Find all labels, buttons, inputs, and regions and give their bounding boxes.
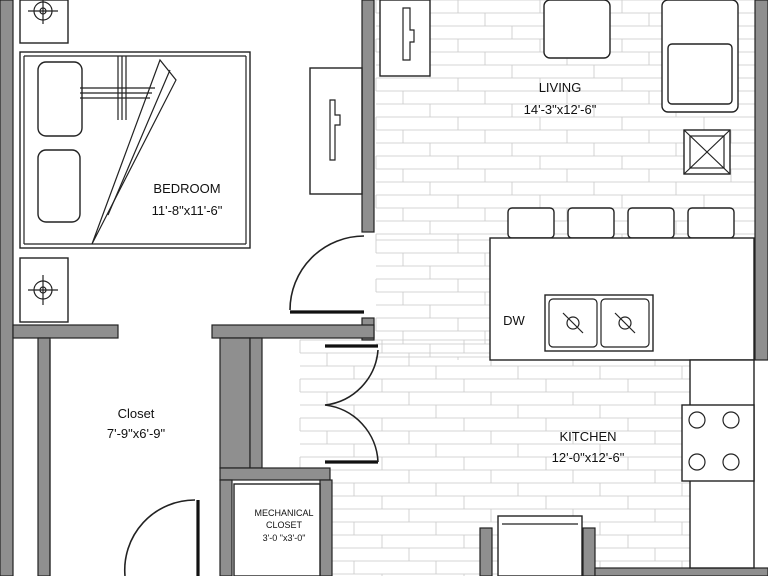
pillow-top <box>37 61 83 137</box>
doors <box>123 235 379 576</box>
bedroom-south-wall-left <box>12 324 119 339</box>
fan-icon <box>28 275 58 305</box>
hvac-vent <box>19 0 69 44</box>
closet-west-wall <box>37 337 51 576</box>
fan-icon <box>28 0 58 24</box>
living: LIVING 14'-3"x12'-6" <box>379 0 739 175</box>
kitchen-label: KITCHEN <box>559 429 616 444</box>
mechanical-label-line2: CLOSET <box>266 520 303 530</box>
mechanical-label-line1: MECHANICAL <box>254 508 313 518</box>
pillow-bottom <box>37 149 81 223</box>
kitchen-south-wall <box>594 567 768 576</box>
bedroom-east-wall <box>361 0 375 233</box>
bedroom-label: BEDROOM <box>153 181 220 196</box>
mechanical-east-wall <box>319 479 333 576</box>
mechanical-dimensions: 3'-0 "x3'-0" <box>263 533 306 543</box>
coffee-table <box>543 0 611 59</box>
bed-sheet-folds <box>80 56 177 245</box>
living-label: LIVING <box>539 80 582 95</box>
stove <box>681 404 755 482</box>
closet-dimensions: 7'-9"x6'-9" <box>107 426 166 441</box>
mechanical-closet: MECHANICAL CLOSET 3'-0 "x3'-0" <box>233 483 321 576</box>
closet: Closet 7'-9"x6'-9" <box>49 340 166 576</box>
kitchen-south-pier-left <box>479 527 493 576</box>
kitchen: DW KITCHEN 12'-0"x12'-6" <box>489 207 755 576</box>
tv-console <box>379 0 431 77</box>
mechanical-closet-outline <box>233 483 321 576</box>
dresser <box>309 67 363 195</box>
closet-east-wall <box>219 337 251 469</box>
mechanical-west-wall <box>219 479 233 576</box>
sofa-cushion <box>667 43 733 105</box>
bedroom: BEDROOM 11'-8"x11'-6" <box>19 0 363 323</box>
closet-door-swing <box>123 499 196 576</box>
hall-west-wall <box>249 337 263 469</box>
bedroom-door-swing <box>289 235 365 311</box>
mechanical-north-wall <box>219 467 331 481</box>
bar-stools <box>507 207 735 239</box>
kitchen-dimensions: 12'-0"x12'-6" <box>552 450 625 465</box>
dishwasher-label: DW <box>503 313 525 328</box>
kitchen-south-pier-right <box>582 527 596 576</box>
bedroom-dimensions: 11'-8"x11'-6" <box>152 203 223 218</box>
closet-label: Closet <box>118 406 155 421</box>
east-exterior-wall <box>754 0 768 361</box>
living-dimensions: 14'-3"x12'-6" <box>524 102 597 117</box>
west-exterior-wall <box>0 0 14 576</box>
refrigerator <box>497 515 583 576</box>
sink <box>544 294 654 352</box>
bedroom-south-wall-right <box>211 324 375 339</box>
